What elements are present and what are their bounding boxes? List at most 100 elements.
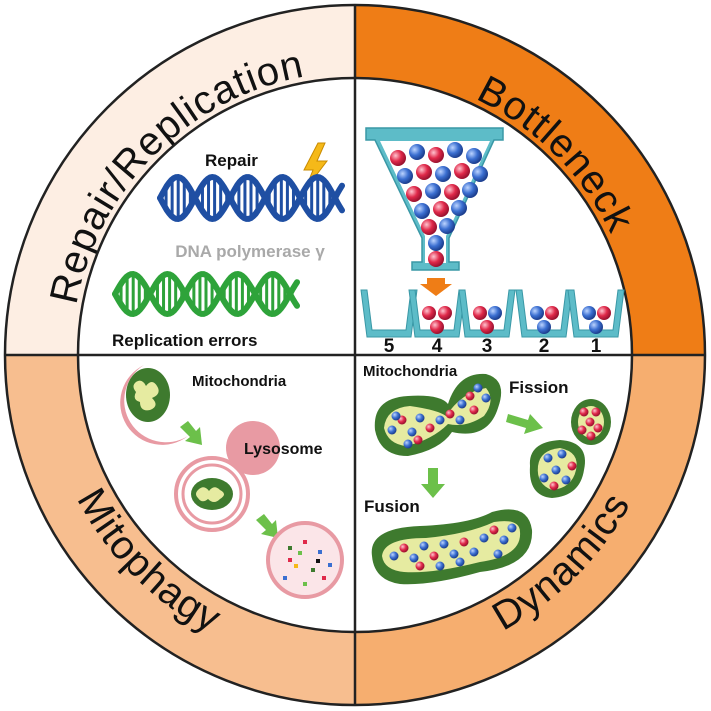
degraded-debris <box>283 540 332 586</box>
cup-number-5: 5 <box>384 336 395 357</box>
mtdna-dot <box>577 425 587 435</box>
cup-dot <box>480 320 494 334</box>
fission-label: Fission <box>509 378 569 397</box>
dna-green-strand <box>112 270 300 318</box>
mtdna-dot <box>549 481 559 491</box>
funnel-dot <box>406 186 422 202</box>
dna-helix-green-icon <box>112 270 300 318</box>
debris-particle <box>322 576 326 580</box>
dynamics-mitochondria-label: Mitochondria <box>363 363 458 380</box>
enzyme-label: DNA polymerase γ <box>175 242 325 261</box>
mtdna-dot <box>455 415 465 425</box>
cup-number-3: 3 <box>482 336 493 357</box>
cup-number-1: 1 <box>591 336 602 357</box>
funnel-dots <box>390 142 488 267</box>
mtdna-dot <box>429 551 439 561</box>
mtdna-dot <box>591 407 601 417</box>
mtdna-dot <box>419 541 429 551</box>
mtdna-dot <box>493 549 503 559</box>
funnel-dot <box>409 144 425 160</box>
mtdna-dot <box>455 557 465 567</box>
mtdna-dot <box>407 427 417 437</box>
mtdna-dot <box>469 405 479 415</box>
mtdna-dot <box>473 383 483 393</box>
funnel-dot <box>421 219 437 235</box>
funnel-dot <box>397 168 413 184</box>
small-mito-dots <box>577 407 603 441</box>
cup-dot <box>597 306 611 320</box>
cup-number-2: 2 <box>539 336 550 357</box>
debris-particle <box>288 546 292 550</box>
mitophagy-quadrant: Mitochondria Lysosome <box>120 365 344 599</box>
dna-helix-blue-icon <box>157 173 345 223</box>
bottleneck-quadrant: 5 4 3 2 1 <box>360 127 625 357</box>
debris-particle <box>316 559 320 563</box>
repair-label: Repair <box>205 151 258 170</box>
mitophagy-mitochondria-label: Mitochondria <box>192 373 287 390</box>
debris-particle <box>283 576 287 580</box>
debris-particle <box>298 551 302 555</box>
funnel-dot <box>462 182 478 198</box>
mtdna-dot <box>543 453 553 463</box>
cup-dot <box>537 320 551 334</box>
funnel-dot <box>447 142 463 158</box>
mtdna-dot <box>445 409 455 419</box>
mtdna-dot <box>425 423 435 433</box>
funnel-dot <box>416 164 432 180</box>
mtdna-dot <box>489 525 499 535</box>
funnel-dot <box>466 148 482 164</box>
mtdna-dot <box>449 549 459 559</box>
funnel-dot <box>425 183 441 199</box>
cups-row <box>360 289 625 338</box>
replication-errors-label: Replication errors <box>112 331 258 350</box>
cup-dot <box>582 306 596 320</box>
cup-icon <box>515 289 573 338</box>
funnel-dot <box>472 166 488 182</box>
orange-arrow-icon <box>420 278 452 296</box>
mtdna-dot <box>435 415 445 425</box>
debris-particle <box>294 564 298 568</box>
mtdna-dot <box>561 475 571 485</box>
mtdna-dot <box>415 561 425 571</box>
fusion-arrow-icon <box>421 468 445 498</box>
mtdna-dot <box>439 539 449 549</box>
dividing-mito-dots <box>387 383 491 449</box>
funnel-dot <box>451 200 467 216</box>
mtdna-dot <box>557 449 567 459</box>
medium-mito-dots <box>539 449 577 491</box>
funnel-dot <box>435 166 451 182</box>
funnel-dot <box>439 218 455 234</box>
mtdna-dot <box>585 417 595 427</box>
engulfed-cristae <box>196 487 224 502</box>
cup-dot <box>473 306 487 320</box>
funnel-dot <box>454 163 470 179</box>
mtdna-dot <box>481 393 491 403</box>
debris-particle <box>303 582 307 586</box>
mtdna-dot <box>457 399 467 409</box>
repair-quadrant: Repair DNA polymerase γ Replication erro… <box>112 142 345 350</box>
dna-blue-strand <box>157 173 345 223</box>
cup-icon <box>458 289 516 338</box>
mtdna-dot <box>409 553 419 563</box>
dna-blue-strand <box>157 173 345 223</box>
debris-particle <box>303 540 307 544</box>
mtdna-dot <box>539 473 549 483</box>
cup-number-4: 4 <box>432 336 443 357</box>
cup-dot <box>422 306 436 320</box>
mtdna-dot <box>413 435 423 445</box>
funnel-dot <box>390 150 406 166</box>
mtdna-dot <box>593 423 603 433</box>
mtdna-dot <box>551 465 561 475</box>
cup-dot <box>430 320 444 334</box>
mtdna-dot <box>479 533 489 543</box>
funnel-dot <box>414 203 430 219</box>
dna-green-strand <box>112 270 300 318</box>
mtdna-dot <box>435 561 445 571</box>
mtdna-dot <box>567 461 577 471</box>
green-arrow-icon <box>180 421 202 445</box>
cup-dot <box>545 306 559 320</box>
funnel-dot <box>444 184 460 200</box>
debris-particle <box>318 550 322 554</box>
funnel-dot <box>428 251 444 267</box>
